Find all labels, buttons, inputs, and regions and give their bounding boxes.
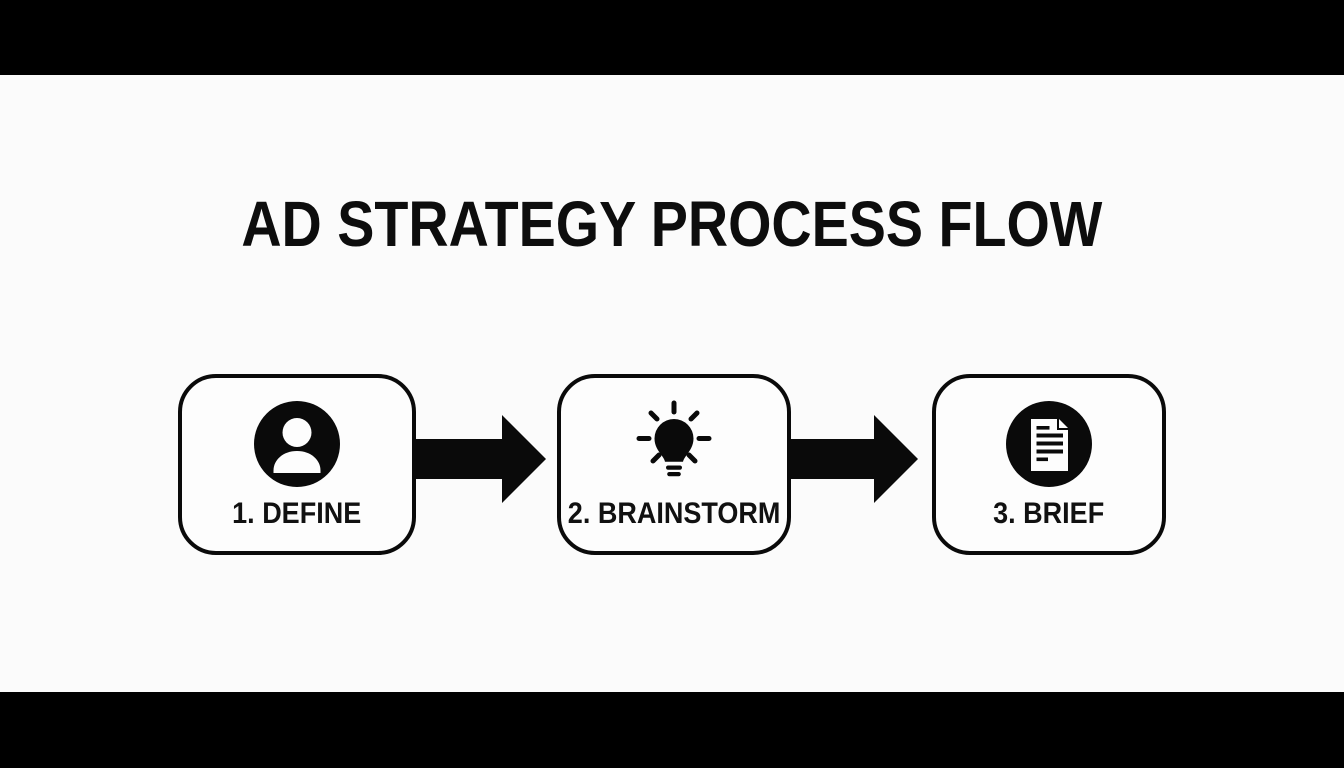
right-block-arrow-icon [788, 415, 918, 503]
step-box-brief: 3. BRIEF [932, 374, 1166, 555]
step-label-brief: 3. BRIEF [993, 497, 1105, 530]
lightbulb-icon [628, 398, 720, 490]
right-block-arrow-icon [416, 415, 546, 503]
step-box-brainstorm: 2. BRAINSTORM [557, 374, 791, 555]
step-label-define: 1. DEFINE [232, 497, 362, 530]
person-icon [251, 398, 343, 490]
document-icon [1003, 398, 1095, 490]
page-title-text: AD STRATEGY PROCESS FLOW [241, 188, 1103, 260]
step-label-brainstorm: 2. BRAINSTORM [567, 497, 781, 530]
letterbox-bar-bottom [0, 692, 1344, 768]
letterbox-bar-top [0, 0, 1344, 75]
page-title: AD STRATEGY PROCESS FLOW [0, 192, 1344, 256]
step-box-define: 1. DEFINE [178, 374, 416, 555]
